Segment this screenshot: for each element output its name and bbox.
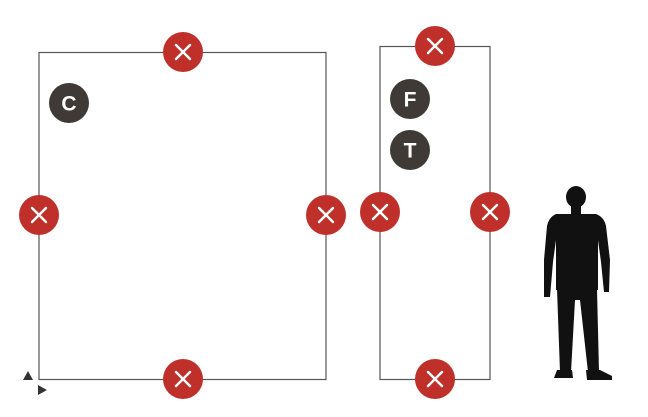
left-panel-bottom-remove-button[interactable] <box>163 359 203 399</box>
triangle-right-icon <box>38 385 47 395</box>
close-icon <box>481 203 499 221</box>
person-silhouette-icon <box>544 186 612 380</box>
badge-label: T <box>404 140 417 163</box>
close-icon <box>371 203 389 221</box>
badge-circle <box>49 83 89 123</box>
badge-t[interactable]: T <box>390 130 430 170</box>
left-panel-left-remove-button[interactable] <box>19 195 59 235</box>
close-icon <box>174 43 192 61</box>
left-panel-top-remove-button[interactable] <box>163 32 203 72</box>
badge-label: C <box>61 93 76 116</box>
badge-f[interactable]: F <box>390 79 430 119</box>
badge-label: F <box>404 89 417 112</box>
badge-circle <box>390 79 430 119</box>
right-panel-left-remove-button[interactable] <box>360 192 400 232</box>
right-panel-right-remove-button[interactable] <box>470 192 510 232</box>
close-icon <box>174 370 192 388</box>
close-icon <box>426 370 444 388</box>
left-panel-right-remove-button[interactable] <box>306 195 346 235</box>
right-panel-top-remove-button[interactable] <box>415 26 455 66</box>
close-icon <box>426 37 444 55</box>
badge-c[interactable]: C <box>49 83 89 123</box>
right-panel-bottom-remove-button[interactable] <box>415 359 455 399</box>
badge-circle <box>390 130 430 170</box>
close-icon <box>317 206 335 224</box>
close-icon <box>30 206 48 224</box>
triangle-up-icon <box>23 371 33 380</box>
